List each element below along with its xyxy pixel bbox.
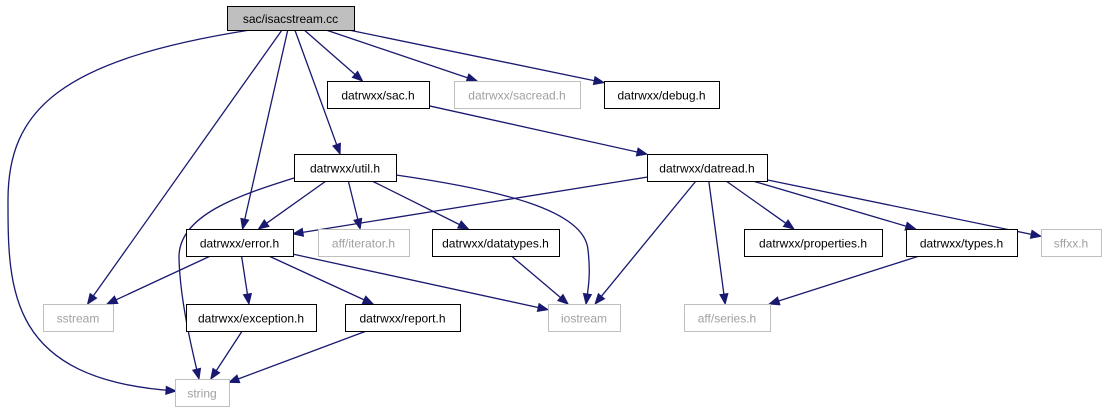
node-sacread: datrwxx/sacread.h <box>454 81 581 109</box>
node-root[interactable]: sac/isacstream.cc <box>227 6 355 31</box>
node-sstream-label: sstream <box>57 312 100 326</box>
node-types[interactable]: datrwxx/types.h <box>906 229 1018 257</box>
node-sstream: sstream <box>43 304 114 332</box>
edge-root-to-sstream <box>86 29 283 306</box>
edge-types-to-series <box>767 255 920 306</box>
node-debug-label: datrwxx/debug.h <box>617 89 705 103</box>
edge-util-to-iterator <box>347 180 363 231</box>
node-util-box[interactable] <box>294 154 397 182</box>
node-error-box[interactable] <box>186 229 294 257</box>
node-root-label: sac/isacstream.cc <box>243 12 338 26</box>
node-sstream-box <box>43 304 114 332</box>
node-debug[interactable]: datrwxx/debug.h <box>604 81 720 109</box>
edge-datatypes-to-iostream <box>511 255 570 305</box>
edge-root-to-string <box>7 29 251 396</box>
node-sac-label: datrwxx/sac.h <box>341 89 414 103</box>
node-sacread-box <box>454 81 581 109</box>
node-report-label: datrwxx/report.h <box>359 312 445 326</box>
node-series: aff/series.h <box>684 304 771 332</box>
edge-datread-to-iostream <box>594 180 697 306</box>
node-debug-box[interactable] <box>604 81 720 109</box>
node-report-box[interactable] <box>345 304 461 332</box>
node-datread-label: datrwxx/datread.h <box>659 162 754 176</box>
edge-root-to-sac <box>303 29 364 82</box>
node-sacread-label: datrwxx/sacread.h <box>468 89 565 103</box>
edge-root-to-debug <box>348 29 606 86</box>
node-sffxx: sffxx.h <box>1041 229 1102 257</box>
edge-root-to-error <box>240 29 289 231</box>
node-types-box[interactable] <box>906 229 1018 257</box>
edge-root-to-util <box>294 29 341 156</box>
node-iterator-label: aff/iterator.h <box>332 237 395 251</box>
node-exception-box[interactable] <box>186 304 317 332</box>
node-error-label: datrwxx/error.h <box>200 237 279 251</box>
edge-datread-to-properties <box>725 180 796 230</box>
node-properties-label: datrwxx/properties.h <box>759 237 867 251</box>
edge-util-to-error <box>257 180 327 230</box>
node-util[interactable]: datrwxx/util.h <box>294 154 397 182</box>
edge-error-to-report <box>268 255 375 305</box>
edge-error-to-sstream <box>105 255 211 305</box>
node-types-label: datrwxx/types.h <box>920 237 1003 251</box>
edge-util-to-datatypes <box>371 180 470 230</box>
edge-error-to-iostream <box>292 253 550 313</box>
node-iostream-label: iostream <box>561 312 607 326</box>
node-datatypes[interactable]: datrwxx/datatypes.h <box>432 229 560 257</box>
node-datread[interactable]: datrwxx/datread.h <box>647 154 768 182</box>
node-datread-box[interactable] <box>647 154 768 182</box>
node-util-label: datrwxx/util.h <box>310 162 380 176</box>
node-report[interactable]: datrwxx/report.h <box>345 304 461 332</box>
node-root-box[interactable] <box>227 6 355 31</box>
node-datatypes-box[interactable] <box>432 229 560 257</box>
node-properties[interactable]: datrwxx/properties.h <box>744 229 883 257</box>
node-sffxx-box <box>1041 229 1102 257</box>
edge-datread-to-sffxx <box>766 179 1043 239</box>
edge-root-to-sacread <box>325 29 479 83</box>
edge-report-to-string <box>227 330 367 384</box>
edge-datread-to-error <box>291 176 648 237</box>
edge-sac-to-datread <box>428 105 649 157</box>
node-exception-label: datrwxx/exception.h <box>198 312 304 326</box>
edges-layer <box>7 29 1043 396</box>
edge-util-to-string <box>178 177 295 381</box>
node-iterator-box <box>318 229 410 257</box>
edge-util-to-iostream <box>395 174 593 306</box>
node-datatypes-label: datrwxx/datatypes.h <box>442 237 549 251</box>
edge-datread-to-series <box>708 180 729 306</box>
node-iterator: aff/iterator.h <box>318 229 410 257</box>
node-sac-box[interactable] <box>327 81 430 109</box>
node-string-box <box>175 379 230 407</box>
node-exception[interactable]: datrwxx/exception.h <box>186 304 317 332</box>
node-iostream-box <box>548 304 621 332</box>
node-string-label: string <box>187 387 216 401</box>
node-series-box <box>684 304 771 332</box>
node-series-label: aff/series.h <box>698 312 756 326</box>
node-sac[interactable]: datrwxx/sac.h <box>327 81 430 109</box>
edge-exception-to-string <box>210 330 243 381</box>
node-properties-box[interactable] <box>744 229 883 257</box>
edge-error-to-exception <box>240 255 253 306</box>
node-sffxx-label: sffxx.h <box>1054 237 1088 251</box>
node-error[interactable]: datrwxx/error.h <box>186 229 294 257</box>
node-string: string <box>175 379 230 407</box>
nodes-layer: sac/isacstream.cc datrwxx/sac.h datrwxx/sa… <box>43 6 1102 407</box>
node-iostream: iostream <box>548 304 621 332</box>
